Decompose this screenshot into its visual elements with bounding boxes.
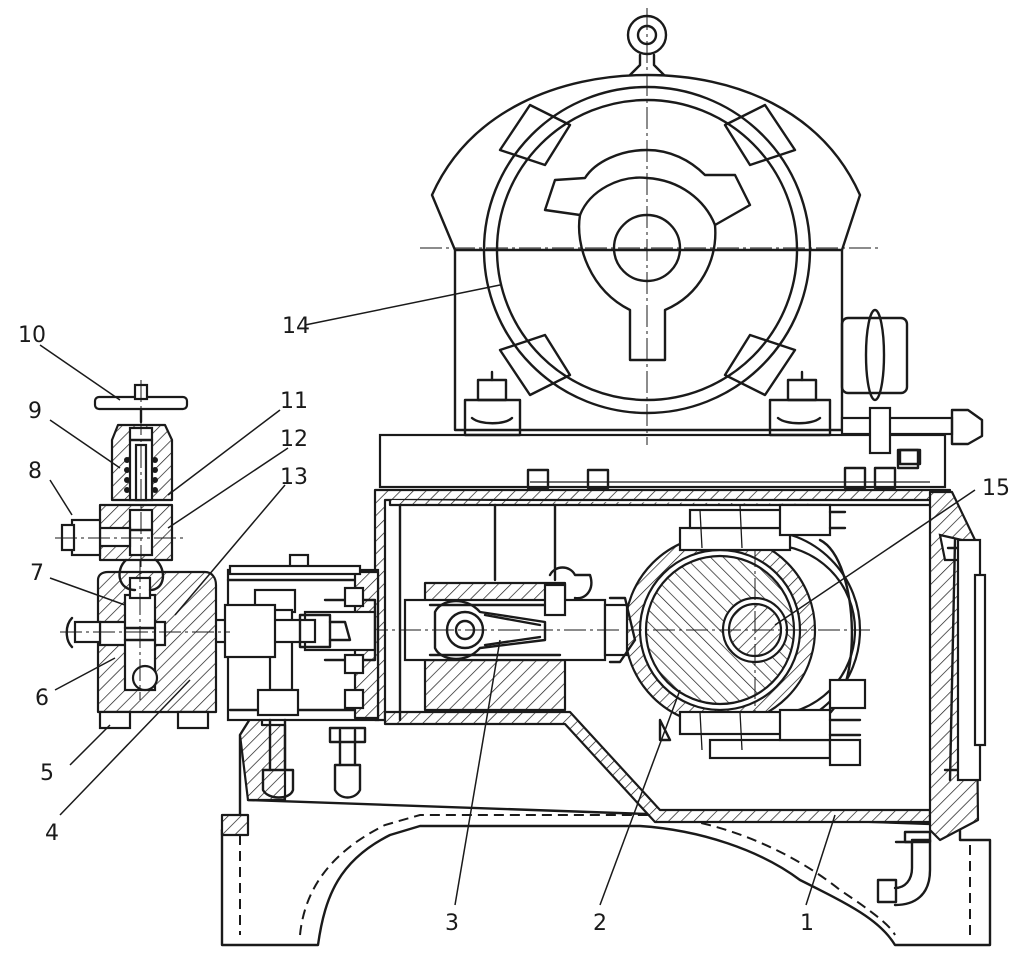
cover-bolts <box>526 448 920 490</box>
callout-12: 12 <box>280 427 308 452</box>
crankcase <box>373 433 987 842</box>
electric-motor <box>420 8 909 445</box>
crank-gear <box>620 503 870 767</box>
callout-15: 15 <box>982 476 1010 501</box>
callout-6: 6 <box>35 686 49 711</box>
callout-11: 11 <box>280 389 308 414</box>
callout-2: 2 <box>593 911 607 936</box>
callout-14: 14 <box>282 314 310 339</box>
callout-13: 13 <box>280 465 308 490</box>
leader-lines <box>39 284 976 906</box>
drain-fitting <box>876 830 932 907</box>
callout-10: 10 <box>18 323 46 348</box>
valve-spring <box>124 457 158 493</box>
base-frame <box>220 688 992 947</box>
callout-5: 5 <box>40 761 54 786</box>
tension-screw <box>840 406 984 466</box>
adjust-valve <box>55 380 189 592</box>
callout-9: 9 <box>28 399 42 424</box>
callout-1: 1 <box>800 911 814 936</box>
callout-7: 7 <box>30 561 44 586</box>
pump-head <box>60 560 230 730</box>
callout-4: 4 <box>45 821 59 846</box>
callout-8: 8 <box>28 459 42 484</box>
callout-3: 3 <box>445 911 459 936</box>
callout-labels: 1 2 3 4 5 6 7 8 9 10 11 12 13 14 15 <box>18 314 1010 936</box>
